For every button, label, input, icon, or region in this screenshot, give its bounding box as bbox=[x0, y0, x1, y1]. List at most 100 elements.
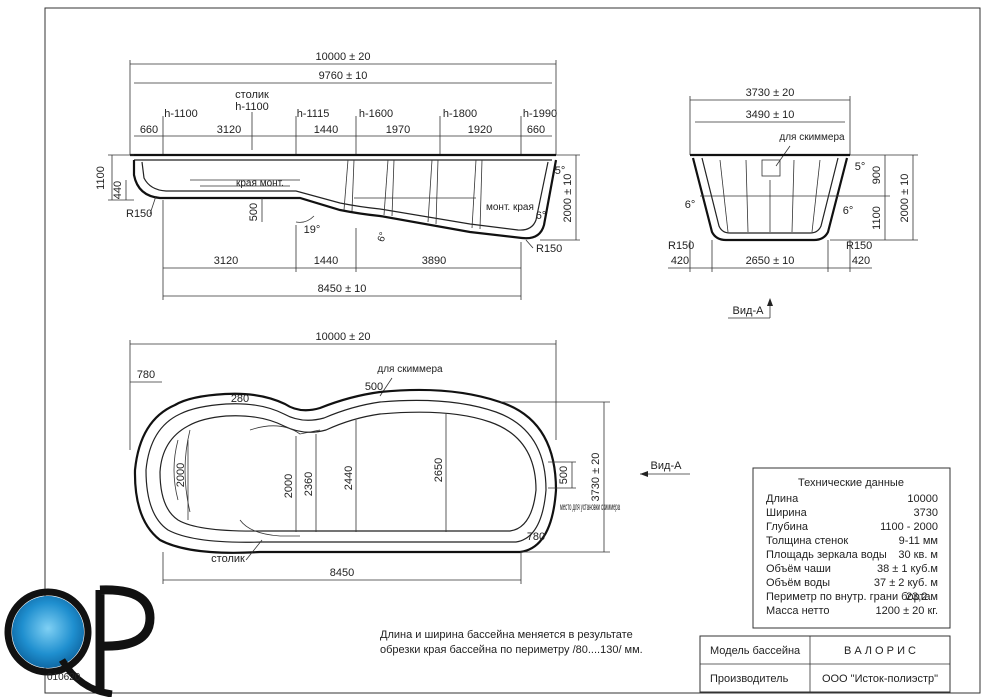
tech-row-value: 1100 - 2000 bbox=[880, 521, 938, 533]
note-line-1: Длина и ширина бассейна меняется в резул… bbox=[380, 629, 633, 641]
end-view-label: Вид-А bbox=[733, 305, 765, 317]
maker-value: ООО "Исток-полиэстр" bbox=[822, 673, 938, 685]
plan-width-5: 2650 bbox=[433, 458, 445, 482]
end-bottom-right: 420 bbox=[852, 255, 870, 267]
plan-outline-outer bbox=[133, 388, 558, 554]
end-profile-inner bbox=[701, 157, 839, 234]
end-angle-left: 6° bbox=[685, 199, 696, 211]
tech-row-label: Глубина bbox=[766, 521, 809, 533]
tech-row-value: 38 ± 1 куб.м bbox=[877, 563, 938, 575]
qp-logo: QP 010620 bbox=[0, 0, 155, 697]
plan-bottom-length: 8450 bbox=[330, 567, 354, 579]
end-width-outer: 3730 ± 20 bbox=[746, 87, 795, 99]
end-bottom-mid: 2650 ± 10 bbox=[746, 255, 795, 267]
side-table-label: столик bbox=[235, 89, 269, 101]
side-table-height: h-1100 bbox=[235, 101, 268, 113]
side-slope-angle: 19° bbox=[304, 224, 321, 236]
tech-row-value: 10000 bbox=[907, 493, 938, 505]
side-inner-length: 9760 ± 10 bbox=[319, 70, 368, 82]
end-radius-left: R150 bbox=[668, 240, 694, 252]
side-mount-label-2: монт. края bbox=[486, 202, 534, 213]
side-height-1: h-1100 bbox=[164, 108, 197, 120]
tech-data-title: Технические данные bbox=[798, 477, 904, 489]
plan-waterline bbox=[159, 411, 537, 532]
tech-row-value: 30 кв. м bbox=[898, 549, 938, 561]
plan-rim-780-bottom: 780 bbox=[527, 531, 545, 543]
tech-row-label: Объём воды bbox=[766, 577, 830, 589]
maker-label: Производитель bbox=[710, 673, 789, 685]
sheet-frame bbox=[44, 7, 981, 694]
logo-code: 010620 bbox=[47, 672, 81, 683]
side-overall-length: 10000 ± 20 bbox=[316, 51, 371, 63]
end-angle-right: 6° bbox=[843, 205, 854, 217]
side-segment-6: 660 bbox=[527, 124, 545, 136]
side-segment-1: 660 bbox=[140, 124, 158, 136]
side-angle-small: 6° bbox=[376, 231, 390, 244]
end-skimmer-label: для скиммера bbox=[779, 132, 845, 143]
plan-right-500: 500 bbox=[558, 466, 570, 484]
model-value: В А Л О Р И С bbox=[844, 645, 916, 657]
plan-overall-width: 3730 ± 20 bbox=[590, 453, 602, 502]
side-bottom-seg-2: 1440 bbox=[314, 255, 338, 267]
side-left-depth: 1100 bbox=[95, 166, 107, 190]
tech-row-value: 3730 bbox=[914, 507, 938, 519]
plan-skimmer-place: место для установки скиммера bbox=[560, 502, 620, 513]
tech-row-label: Толщина стенок bbox=[766, 535, 848, 547]
side-left-radius: R150 bbox=[126, 208, 152, 220]
plan-outline-inner bbox=[145, 399, 547, 543]
plan-overall-length: 10000 ± 20 bbox=[316, 331, 371, 343]
plan-skimmer-label: для скиммера bbox=[377, 364, 443, 375]
end-bottom-left: 420 bbox=[671, 255, 689, 267]
end-width-inner: 3490 ± 10 bbox=[746, 109, 795, 121]
end-view: 3730 ± 20 3490 ± 10 для скиммера 5° 6° 6… bbox=[668, 87, 918, 319]
side-segment-3: 1440 bbox=[314, 124, 338, 136]
end-depth-upper: 900 bbox=[871, 166, 883, 184]
side-segment-5: 1920 bbox=[468, 124, 492, 136]
side-height-2: h-1115 bbox=[297, 108, 330, 120]
tech-row-label: Объём чаши bbox=[766, 563, 831, 575]
side-mount-label-1: края монт. bbox=[236, 178, 284, 189]
end-radius-right: R150 bbox=[846, 240, 872, 252]
logo-letters: QP bbox=[0, 0, 2, 1]
tech-row-label: Длина bbox=[766, 493, 799, 505]
plan-rim-280: 280 bbox=[231, 393, 249, 405]
side-profile-inner bbox=[141, 161, 549, 231]
tech-row-label: Масса нетто bbox=[766, 605, 829, 617]
end-profile-outer bbox=[691, 157, 849, 242]
tech-row-value: 37 ± 2 куб. м bbox=[874, 577, 938, 589]
plan-width-3: 2360 bbox=[303, 472, 315, 496]
end-angle-top: 5° bbox=[855, 161, 866, 173]
plan-view: 10000 ± 20 780 280 500 для скиммера 2000… bbox=[129, 331, 690, 584]
side-angle-right-top: 5° bbox=[555, 165, 566, 177]
plan-width-1: 2000 bbox=[175, 463, 187, 487]
tech-row-label: Площадь зеркала воды bbox=[766, 549, 887, 561]
plan-width-2: 2000 bbox=[283, 474, 295, 498]
tech-row-value: 9-11 мм bbox=[899, 535, 938, 547]
side-left-step: 440 bbox=[112, 181, 124, 199]
plan-rim-500: 500 bbox=[365, 381, 383, 393]
side-view: 10000 ± 20 9760 ± 10 h-1100 h-1115 h-160… bbox=[95, 51, 580, 300]
title-block: Модель бассейна В А Л О Р И С Производит… bbox=[699, 635, 951, 693]
side-total-depth: 2000 ± 10 bbox=[562, 174, 574, 223]
side-height-3: h-1600 bbox=[359, 108, 393, 120]
side-profile-outer bbox=[132, 159, 558, 240]
note-line-2: обрезки края бассейна по периметру /80..… bbox=[380, 644, 643, 656]
tech-row-label: Периметр по внутр. грани борта bbox=[766, 591, 931, 603]
side-segment-4: 1970 bbox=[386, 124, 410, 136]
side-height-5: h-1990 bbox=[523, 108, 557, 120]
side-bottom-seg-1: 3120 bbox=[214, 255, 238, 267]
plan-table-label: столик bbox=[211, 553, 245, 565]
plan-width-4: 2440 bbox=[343, 466, 355, 490]
side-bottom-seg-3: 3890 bbox=[422, 255, 446, 267]
side-right-radius: R150 bbox=[536, 243, 562, 255]
end-depth-lower: 1100 bbox=[871, 206, 883, 230]
tech-row-label: Ширина bbox=[766, 507, 808, 519]
side-angle-right: 6° bbox=[536, 210, 547, 222]
end-total-depth: 2000 ± 10 bbox=[899, 174, 911, 223]
model-label: Модель бассейна bbox=[710, 645, 801, 657]
side-bottom-length: 8450 ± 10 bbox=[318, 283, 367, 295]
tech-row-value: 1200 ± 20 кг. bbox=[876, 605, 938, 617]
tech-row-value: 23,2 м bbox=[906, 591, 938, 603]
